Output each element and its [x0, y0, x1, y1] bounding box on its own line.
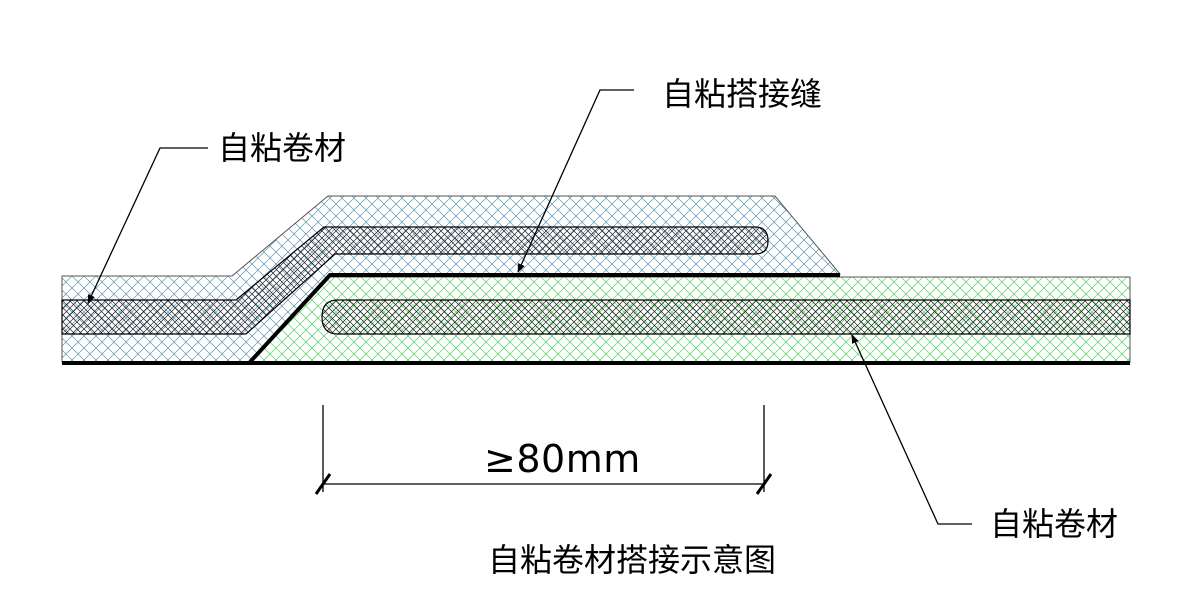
dimension-label: ≥80mm: [484, 437, 641, 481]
leader-seam: [517, 89, 634, 273]
leader-lines: [87, 89, 972, 525]
lower-membrane-core: [321, 299, 1131, 335]
lower-membrane: [248, 276, 1131, 363]
dimension: [314, 405, 773, 495]
leader-upper-membrane: [87, 147, 208, 304]
tick-left: [314, 473, 332, 495]
lower-membrane-label: 自粘卷材: [990, 505, 1119, 543]
seam-line: [248, 273, 840, 364]
seam-label: 自粘搭接缝: [662, 75, 823, 113]
upper-membrane-label: 自粘卷材: [218, 129, 347, 167]
diagram-caption: 自粘卷材搭接示意图: [488, 541, 777, 579]
tick-right: [755, 473, 773, 495]
upper-membrane-core: [61, 226, 769, 335]
leader-lower-membrane: [851, 334, 972, 525]
outline-lines: [62, 273, 1130, 365]
